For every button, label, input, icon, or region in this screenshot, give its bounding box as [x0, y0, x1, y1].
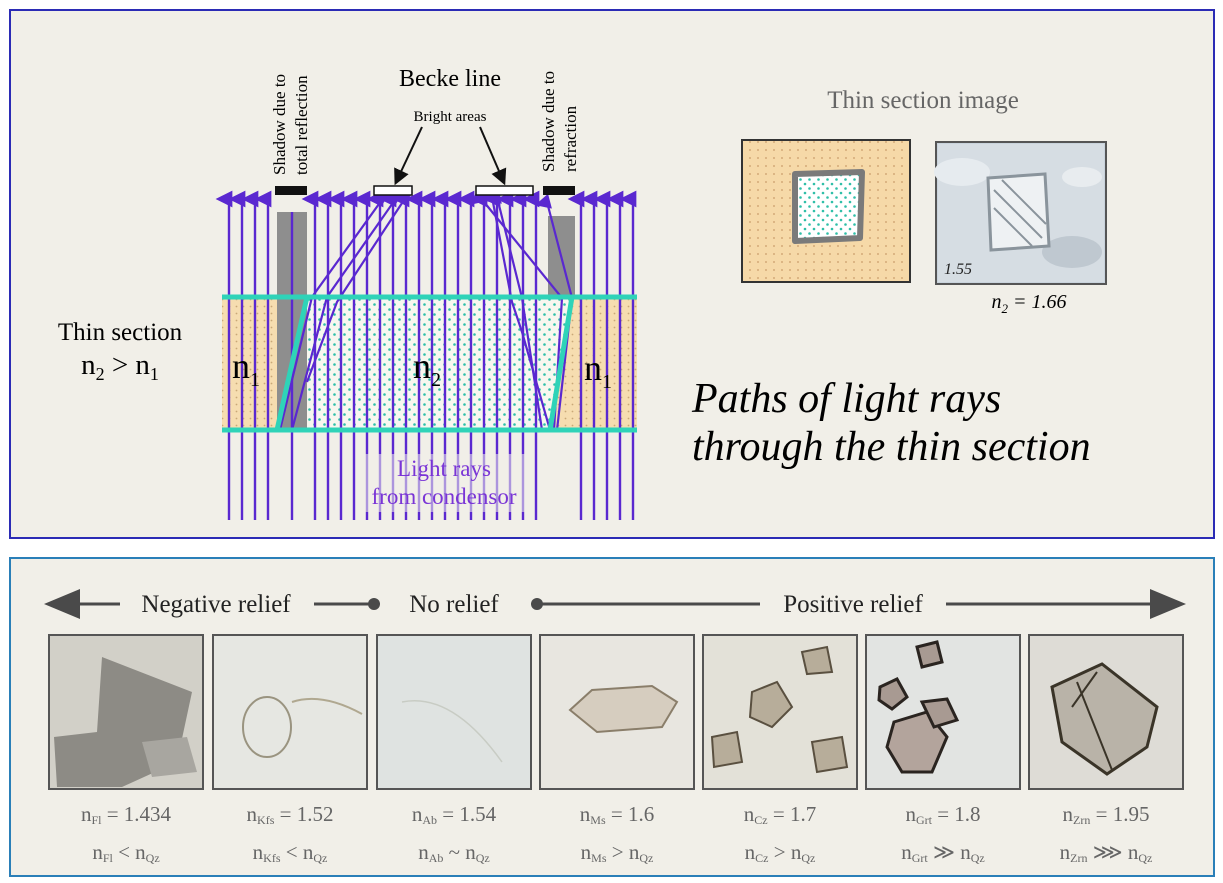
relief-panel: Negative relief No relief Positive relie… [9, 557, 1215, 877]
ray-diagram-panel: Shadow due to total reflection Shadow du… [9, 9, 1215, 539]
mineral-index: nFl = 1.434 [80, 802, 172, 827]
mineral-index: nMs = 1.6 [579, 802, 655, 827]
n1-right-label: n1 [584, 348, 612, 393]
bright-area-arrow-left [394, 126, 423, 186]
ray-diagram: Shadow due to total reflection Shadow du… [58, 66, 1107, 520]
mineral-comparison: nGrt ≫ nQz [901, 840, 985, 865]
shadow-refraction-label-1: Shadow due to [539, 71, 558, 172]
mineral-label: nAb = 1.54 nAb ~ nQz [379, 798, 529, 874]
light-rays-label-1: Light rays [397, 456, 491, 481]
mineral-comparison: nAb ~ nQz [418, 840, 490, 865]
schematic-thumbnail [741, 139, 911, 283]
photo-zircon [1028, 634, 1184, 790]
bright-area-arrow-right [479, 126, 507, 186]
photo-index-label: n2 = 1.66 [992, 291, 1067, 316]
mineral-comparison: nCz > nQz [744, 840, 816, 865]
thin-section-label: Thin section [58, 319, 183, 346]
mineral-label: nCz = 1.7 nCz > nQz [705, 798, 855, 874]
light-rays-label-2: from condensor [372, 484, 517, 509]
mineral-index: nZrn = 1.95 [1062, 802, 1150, 827]
photo-garnet [865, 634, 1021, 790]
grain-boundaries [222, 294, 637, 433]
mineral-label: nFl = 1.434 nFl < nQz [51, 798, 201, 874]
mineral-label: nKfs = 1.52 nKfs < nQz [215, 798, 365, 874]
bright-area-right [475, 185, 534, 196]
mineral-label: nMs = 1.6 nMs > nQz [542, 798, 692, 874]
mineral-label: nZrn = 1.95 nZrn ⋙ nQz [1031, 798, 1181, 874]
no-relief-label: No relief [409, 591, 499, 618]
caption-line-2: through the thin section [692, 424, 1091, 470]
mineral-comparison: nZrn ⋙ nQz [1059, 840, 1153, 865]
positive-relief-label: Positive relief [783, 591, 923, 618]
no-relief-dot-left [368, 598, 380, 610]
shadow-total-label-2: total reflection [292, 75, 311, 175]
mineral-comparison: nFl < nQz [92, 840, 160, 865]
bright-areas-label: Bright areas [414, 109, 487, 125]
shadow-total-label-1: Shadow due to [270, 74, 289, 175]
photo-value-label: 1.55 [944, 261, 972, 278]
mineral-index: nKfs = 1.52 [246, 802, 334, 827]
becke-line-label: Becke line [399, 66, 501, 92]
mineral-index: nCz = 1.7 [743, 802, 817, 827]
n1-left-label: n1 [232, 346, 260, 391]
photo-k-feldspar [212, 634, 368, 790]
relief-scale: Negative relief No relief Positive relie… [44, 589, 1186, 790]
photo-albite [376, 634, 532, 790]
shadow-refraction-label-2: refraction [561, 105, 580, 172]
mineral-comparison: nKfs < nQz [252, 840, 328, 865]
photo-thumbnail: 1.55 [934, 141, 1107, 285]
dark-band-left [275, 186, 307, 195]
mineral-index: nGrt = 1.8 [905, 802, 981, 827]
dark-band-right [543, 186, 575, 195]
bright-area-left [373, 185, 413, 196]
thin-section-image-title: Thin section image [827, 87, 1019, 114]
mineral-label: nGrt = 1.8 nGrt ≫ nQz [868, 798, 1018, 874]
mineral-comparison: nMs > nQz [580, 840, 654, 865]
index-relation: n2 > n1 [81, 349, 159, 384]
photo-clinozoisite [702, 634, 858, 790]
caption-line-1: Paths of light rays [691, 376, 1001, 422]
n2-mid-label: n2 [413, 346, 441, 391]
photo-muscovite [539, 634, 695, 790]
negative-relief-label: Negative relief [141, 591, 291, 618]
mineral-index: nAb = 1.54 [411, 802, 497, 827]
photo-fluorite [48, 634, 204, 790]
